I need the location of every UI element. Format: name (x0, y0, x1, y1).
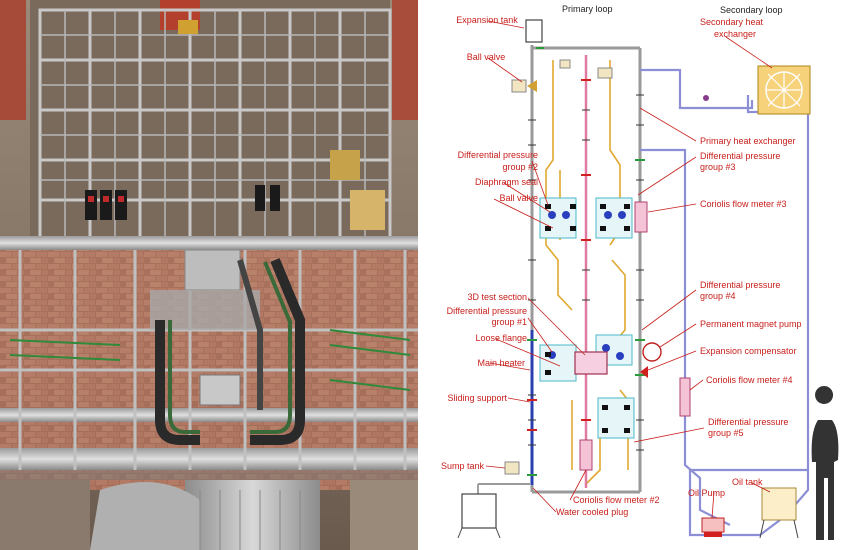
facility-photo-image (0, 0, 418, 550)
facility-photo (0, 0, 418, 550)
label-dp-group-5-line2: group #5 (708, 428, 744, 438)
label-dp-group-4-line2: group #4 (700, 291, 736, 301)
label-pm-pump: Permanent magnet pump (700, 319, 802, 329)
human-silhouette (811, 386, 839, 540)
pump-symbol (642, 342, 662, 362)
compensator-symbol (640, 366, 648, 378)
label-dp-group-1-line1: Differential pressure (447, 306, 527, 316)
valve-marks (545, 204, 630, 433)
coriolis-meters (579, 201, 691, 471)
oil-tank-symbol (759, 487, 799, 539)
loop-schematic-svg: Primary loop Secondary loop (441, 4, 839, 540)
pipe-ticks (528, 94, 644, 451)
label-coriolis-4: Coriolis flow meter #4 (706, 375, 793, 385)
drain-valve-symbol (504, 461, 520, 475)
label-main-heater: Main heater (477, 358, 525, 368)
primary-loop-title: Primary loop (562, 4, 613, 14)
label-oil-pump: Oil Pump (688, 488, 725, 498)
label-dp-group-3-line1: Differential pressure (700, 151, 780, 161)
label-ball-valve-top: Ball valve (467, 52, 506, 62)
label-dp-group-5-line1: Differential pressure (708, 417, 788, 427)
oil-pump-symbol (701, 517, 725, 537)
label-expansion-tank: Expansion tank (456, 15, 518, 25)
label-coriolis-3: Coriolis flow meter #3 (700, 199, 787, 209)
label-sump-tank: Sump tank (441, 461, 485, 471)
green-flanges (527, 47, 645, 476)
label-loose-flange: Loose flange (475, 333, 527, 343)
label-dp-group-2-line1: Differential pressure (458, 150, 538, 160)
label-coriolis-2: Coriolis flow meter #2 (573, 495, 660, 505)
leader-lines (485, 20, 773, 519)
label-primary-hx: Primary heat exchanger (700, 136, 796, 146)
label-expansion-compensator: Expansion compensator (700, 346, 797, 356)
sump-tank-symbol (457, 483, 530, 539)
flange-marks (527, 79, 591, 431)
secondary-loop-title: Secondary loop (720, 5, 783, 15)
label-diaphragm-seal: Diaphragm seal (475, 177, 538, 187)
label-dp-group-3-line2: group #3 (700, 162, 736, 172)
dp-group-boxes (539, 197, 635, 439)
expansion-tank-symbol (525, 19, 543, 43)
label-secondary-hx-line2: exchanger (714, 29, 756, 39)
label-water-cooled-plug: Water cooled plug (556, 507, 628, 517)
label-secondary-hx-line1: Secondary heat (700, 17, 764, 27)
label-sliding-support: Sliding support (447, 393, 507, 403)
top-valves (511, 59, 613, 93)
secondary-heat-exchanger-symbol (757, 65, 811, 115)
label-oil-tank: Oil tank (732, 477, 763, 487)
test-section-symbol (574, 351, 608, 375)
label-ball-valve-mid: Ball valve (499, 193, 538, 203)
label-dp-group-2-line2: group #2 (502, 162, 538, 172)
secondary-sensor-dot (703, 95, 709, 101)
loop-schematic: Primary loop Secondary loop (418, 0, 855, 550)
label-dp-group-1-line2: group #1 (491, 317, 527, 327)
label-dp-group-4-line1: Differential pressure (700, 280, 780, 290)
label-3d-test-section: 3D test section (467, 292, 527, 302)
